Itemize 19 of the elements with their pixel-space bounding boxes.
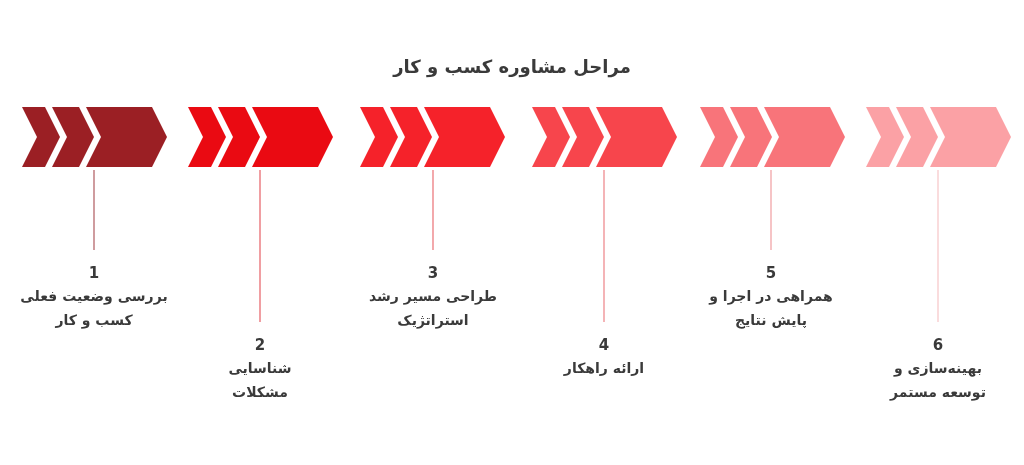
step-number: 4 xyxy=(598,335,610,356)
step-label: بررسی وضعیت فعلی کسب و کار xyxy=(19,287,169,331)
step-label: بهینه‌سازی و توسعه مستمر xyxy=(888,359,987,403)
step-label: ارائه راهکار xyxy=(563,359,645,378)
leader-line xyxy=(603,169,605,323)
leader-line xyxy=(93,169,95,251)
step-number: 6 xyxy=(932,335,944,356)
leader-line xyxy=(432,169,434,251)
title: مراحل مشاوره کسب و کار xyxy=(391,56,632,77)
step-label: شناسایی مشکلات xyxy=(227,359,293,402)
leader-line xyxy=(937,169,939,323)
step-number: 2 xyxy=(254,335,266,356)
step-label: همراهی در اجرا و پایش نتایج xyxy=(707,287,834,331)
step-label: طراحی مسیر رشد استراتژیک xyxy=(368,287,498,331)
step-number: 1 xyxy=(88,263,100,284)
leader-line xyxy=(259,169,261,323)
step-number: 5 xyxy=(765,263,777,284)
step-number: 3 xyxy=(427,263,439,284)
leader-line xyxy=(770,169,772,251)
